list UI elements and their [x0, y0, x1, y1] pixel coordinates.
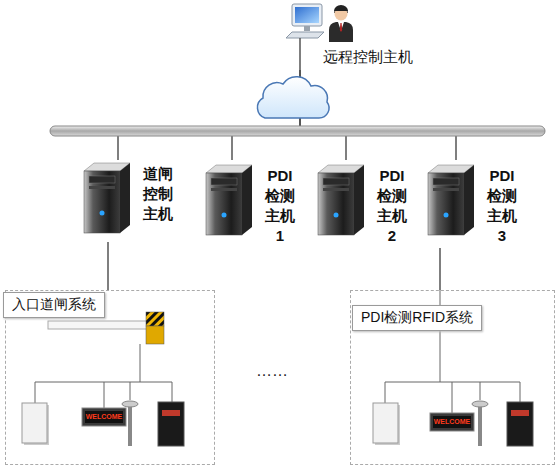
remote-host: 远程控制主机 — [283, 0, 423, 70]
monitor-stand — [304, 26, 310, 31]
led-screen — [85, 411, 123, 423]
device-wire — [35, 344, 172, 408]
antenna-pole — [128, 404, 132, 446]
server-icon — [84, 163, 130, 233]
rfid-reader — [22, 403, 47, 443]
host-label: PDI 检测 主机 1 — [262, 166, 298, 246]
server-icon — [318, 165, 364, 235]
person-hair — [334, 6, 348, 13]
person-head — [335, 8, 348, 21]
led-display — [430, 413, 474, 431]
gate-arm — [48, 321, 148, 329]
controller-box — [507, 402, 533, 446]
antenna-head — [472, 401, 488, 407]
system-title: 入口道闸系统 — [3, 292, 105, 318]
led-display — [82, 408, 126, 426]
server-host: PDI 检测 主机 2 — [318, 160, 410, 248]
network-link — [300, 70, 346, 160]
system-title: PDI检测RFID系统 — [352, 305, 482, 331]
host-label: 道闸 控制 主机 — [140, 164, 176, 224]
network-link — [118, 70, 300, 160]
host-label: 远程控制主机 — [323, 48, 413, 67]
server-icon — [206, 165, 252, 235]
person-shirt — [338, 22, 344, 31]
subsystem-box: 入口道闸系统 — [5, 290, 215, 465]
server-icon — [428, 165, 474, 235]
gate-housing — [146, 326, 164, 344]
network-link — [439, 248, 441, 290]
person-hair — [334, 5, 348, 11]
server-host: PDI 检测 主机 1 — [206, 160, 298, 248]
network-bus — [50, 126, 545, 136]
monitor-screen — [295, 7, 319, 23]
antenna-pole — [478, 404, 482, 446]
led-text: WELCOME — [85, 411, 123, 423]
gate-housing — [146, 312, 164, 326]
controller-panel — [511, 410, 529, 416]
network-wire — [299, 38, 301, 70]
subsystem-box: PDI检测RFID系统 — [350, 290, 555, 465]
monitor — [292, 4, 322, 26]
person-body — [329, 22, 353, 42]
network-link — [300, 70, 456, 160]
host-label: PDI 检测 主机 3 — [484, 166, 520, 246]
network-cloud — [257, 77, 329, 118]
ellipsis-mark: …… — [256, 362, 288, 380]
server-host: PDI 检测 主机 3 — [428, 160, 520, 248]
reader-shadow — [375, 405, 400, 445]
controller-box — [158, 402, 184, 446]
reader-shadow — [24, 405, 49, 445]
controller-panel — [162, 410, 180, 416]
led-screen — [433, 416, 471, 428]
rfid-reader — [373, 403, 398, 443]
host-label: PDI 检测 主机 2 — [374, 166, 410, 246]
server-host: 道闸 控制 主机 — [84, 160, 176, 242]
network-link — [107, 242, 109, 290]
keyboard — [286, 32, 324, 38]
person-tie — [340, 23, 342, 32]
network-link — [232, 70, 300, 160]
led-text: WELCOME — [433, 416, 471, 428]
device-wire — [385, 290, 520, 413]
antenna-head — [122, 401, 138, 407]
